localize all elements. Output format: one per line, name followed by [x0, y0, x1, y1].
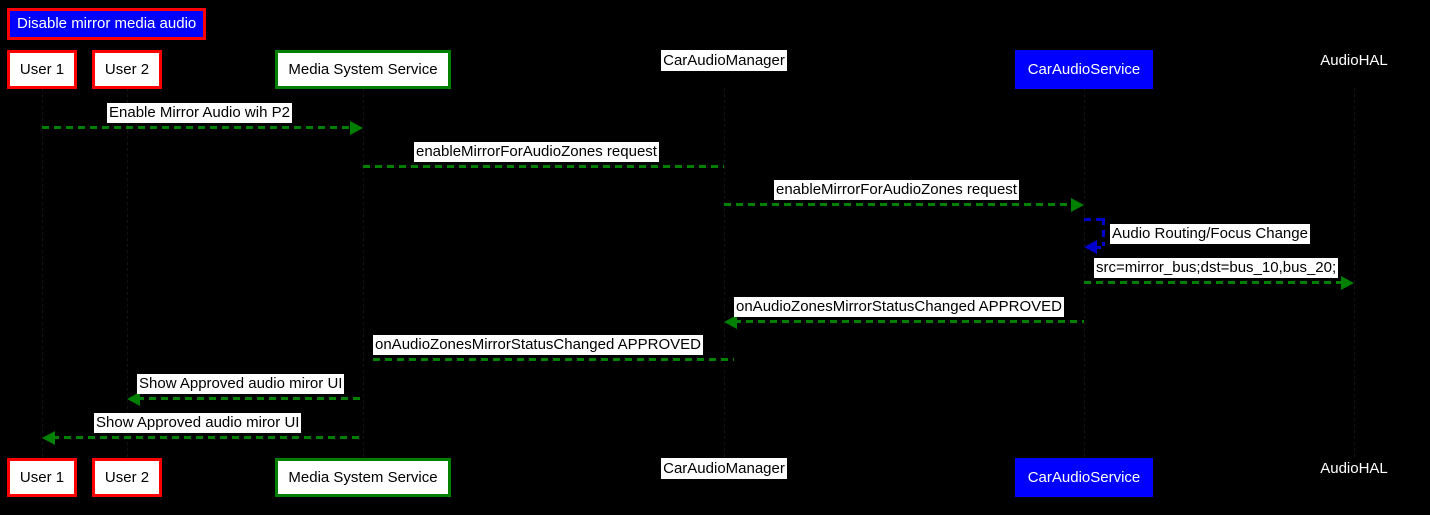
self-loop-top-4 [1084, 218, 1105, 221]
message-line-5 [1084, 281, 1344, 284]
participant-user2-bottom[interactable]: User 2 [91, 458, 163, 497]
participant-caraudiomanager-bottom[interactable]: CarAudioManager [661, 458, 787, 479]
self-loop-bottom-4 [1094, 246, 1105, 249]
message-line-9 [52, 436, 363, 439]
participant-audiohal-bottom[interactable]: AudioHAL [1320, 460, 1388, 477]
message-label-8: Show Approved audio miror UI [137, 374, 345, 394]
message-label-2: enableMirrorForAudioZones request [414, 142, 659, 162]
lifeline-user2 [127, 88, 128, 458]
message-line-1 [42, 126, 353, 129]
message-label-5: src=mirror_bus;dst=bus_10,bus_20; [1094, 258, 1339, 278]
lifeline-caraudioservice [1084, 88, 1085, 458]
message-label-1: Enable Mirror Audio wih P2 [107, 103, 292, 123]
participant-media_system-bottom[interactable]: Media System Service [275, 458, 451, 497]
arrowhead-5 [1341, 276, 1354, 290]
message-line-6 [734, 320, 1084, 323]
message-label-4: Audio Routing/Focus Change [1110, 224, 1310, 244]
message-line-2 [363, 165, 724, 168]
lifeline-caraudiomanager [724, 88, 725, 458]
diagram-title-box: Disable mirror media audio [7, 8, 207, 40]
participant-caraudiomanager-top[interactable]: CarAudioManager [661, 50, 787, 71]
participant-user1-top[interactable]: User 1 [6, 50, 78, 89]
lifeline-audiohal [1354, 88, 1355, 458]
lifeline-media_system [363, 88, 364, 458]
self-loop-right-4 [1102, 218, 1105, 246]
message-line-3 [724, 203, 1074, 206]
message-line-7 [373, 358, 734, 361]
message-label-9: Show Approved audio miror UI [94, 413, 302, 433]
participant-user2-top[interactable]: User 2 [91, 50, 163, 89]
message-label-3: enableMirrorForAudioZones request [774, 180, 1019, 200]
participant-caraudioservice-top[interactable]: CarAudioService [1014, 50, 1154, 89]
arrowhead-9 [42, 431, 55, 445]
arrowhead-8 [127, 392, 140, 406]
arrowhead-6 [724, 315, 737, 329]
arrowhead-1 [350, 121, 363, 135]
message-line-8 [137, 397, 363, 400]
message-label-6: onAudioZonesMirrorStatusChanged APPROVED [734, 297, 1065, 317]
participant-user1-bottom[interactable]: User 1 [6, 458, 78, 497]
participant-caraudioservice-bottom[interactable]: CarAudioService [1014, 458, 1154, 497]
lifeline-user1 [42, 88, 43, 458]
arrowhead-3 [1071, 198, 1084, 212]
message-label-7: onAudioZonesMirrorStatusChanged APPROVED [373, 335, 704, 355]
participant-media_system-top[interactable]: Media System Service [275, 50, 451, 89]
participant-audiohal-top[interactable]: AudioHAL [1320, 52, 1388, 69]
arrowhead-4 [1084, 240, 1097, 254]
